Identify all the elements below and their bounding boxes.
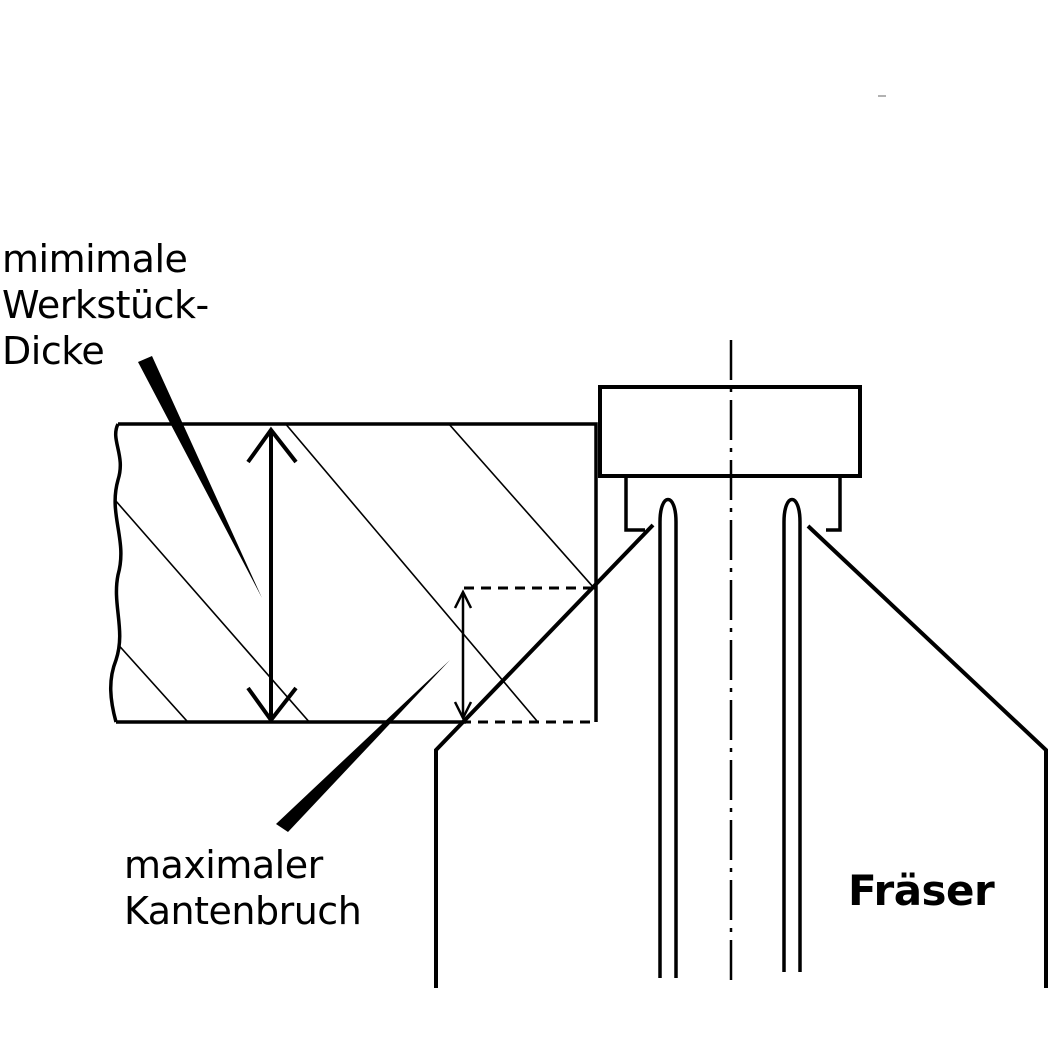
max-chamfer-label-line1: maximaler — [124, 843, 323, 887]
workpiece-outline — [116, 422, 598, 724]
cutter-body-right — [806, 524, 1048, 988]
cutter-shaft-groove-right — [782, 498, 802, 972]
min-thickness-leader — [138, 356, 262, 598]
max-chamfer-label-line2: Kantenbruch — [124, 889, 362, 933]
min-thickness-label: mimimale Werkstück- Dicke — [2, 236, 209, 374]
thickness-dimension-arrow — [246, 426, 298, 724]
cutter-body-left — [434, 523, 655, 988]
min-thickness-label-line3: Dicke — [2, 329, 105, 373]
cutter-shaft-groove-left — [658, 498, 678, 978]
cutter — [434, 340, 1048, 988]
max-chamfer-label: maximaler Kantenbruch — [124, 842, 362, 934]
chamfer-zone-dashed-box — [464, 586, 598, 724]
workpiece-break-edge — [108, 423, 123, 723]
min-thickness-label-line1: mimimale — [2, 237, 188, 281]
chamfer-dimension-arrow — [453, 589, 473, 721]
cutter-label: Fräser — [848, 866, 995, 915]
max-chamfer-leader — [276, 660, 450, 832]
workpiece-hatching — [110, 424, 596, 722]
workpiece — [108, 422, 598, 724]
min-thickness-label-line2: Werkstück- — [2, 283, 209, 327]
